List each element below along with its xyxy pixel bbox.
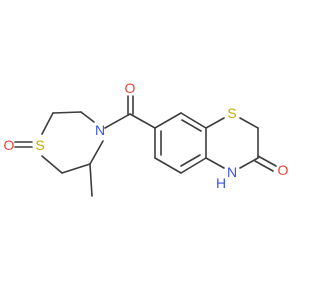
bond-ar-4	[180, 157, 207, 174]
bond-methyl	[89, 163, 93, 197]
bond-ar-5	[154, 157, 182, 174]
bond-carbonyl-to-aryl	[129, 113, 156, 129]
bond-group	[14, 95, 277, 197]
atom-label-N-lactam: N	[227, 164, 237, 180]
bond-S-CH2	[239, 117, 259, 129]
molecule-structure: O N S O S N H O	[0, 0, 300, 300]
atom-label-O-sulfoxide: O	[4, 137, 15, 153]
atom-label-group: O N S O S N H O	[4, 80, 289, 191]
atom-label-N-amide: N	[95, 122, 105, 138]
bond-S-C-bottom	[41, 155, 63, 174]
bond-NH-ar	[205, 157, 225, 169]
bond-CH-C-N	[89, 140, 104, 165]
bond-lactam-CO-b	[254, 160, 274, 172]
bond-ar-2	[180, 112, 207, 129]
bond-ring-C-S-top	[41, 112, 54, 135]
canvas-background	[0, 0, 300, 300]
bond-ar-inner-1	[181, 119, 202, 132]
bond-ring-C-C-top	[52, 111, 82, 114]
bond-lactam-CO-a	[257, 155, 277, 167]
atom-label-S-thiazine: S	[227, 105, 236, 121]
atom-label-O-lactam: O	[278, 162, 289, 178]
bond-ar-S	[205, 117, 225, 129]
bond-ar-inner-2	[180, 154, 201, 167]
bond-ring-C-CH	[61, 163, 91, 174]
bond-ar-1	[154, 112, 182, 129]
bond-CO-NH	[239, 157, 259, 169]
bond-carbonyl-to-N	[104, 113, 131, 129]
atom-label-H-lactam: H	[216, 175, 226, 191]
atom-label-S-sulfoxide: S	[35, 137, 44, 153]
atom-label-O-carbonyl: O	[125, 80, 136, 96]
bond-N-C-upper	[80, 111, 95, 123]
